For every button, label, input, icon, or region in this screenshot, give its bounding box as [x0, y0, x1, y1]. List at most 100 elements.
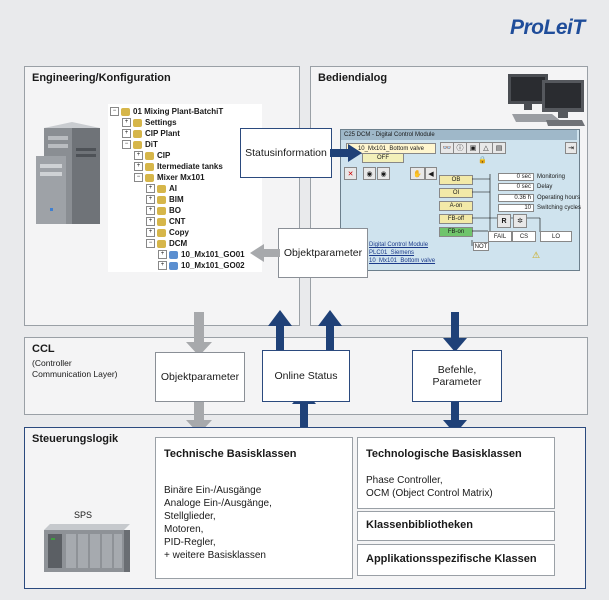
fail-field: FAIL: [488, 231, 512, 242]
tree-item[interactable]: −DiT: [110, 139, 245, 150]
expand-icon: +: [146, 195, 155, 204]
expand-icon: +: [146, 184, 155, 193]
tree-item[interactable]: +CNT: [110, 216, 245, 227]
lock-icon: 🔒: [478, 157, 487, 164]
manual-button[interactable]: ◉: [363, 167, 376, 180]
project-tree: −01 Mixing Plant-BatchiT +Settings +CIP …: [110, 106, 245, 271]
tree-item[interactable]: −Mixer Mx101: [110, 172, 245, 183]
technische-basisklassen-box: [155, 437, 353, 579]
technologische-basisklassen-box: [357, 437, 555, 509]
tree-item[interactable]: −DCM: [110, 238, 245, 249]
proleit-logo: ProLeiT: [510, 16, 585, 39]
monitoring-value: 0 sec: [498, 173, 534, 181]
plc-icon: [44, 524, 130, 572]
tree-item[interactable]: +10_Mx101_GO01: [110, 249, 245, 260]
objektparameter-arrow: [250, 244, 280, 262]
bediendialog-title: Bediendialog: [318, 72, 388, 84]
befehle-label: Befehle,: [437, 364, 477, 376]
tree-item[interactable]: +CIP: [110, 150, 245, 161]
folder-icon: [157, 184, 166, 193]
cycles-label: Switching cycles: [537, 205, 582, 211]
tree-item[interactable]: +BIM: [110, 194, 245, 205]
folder-icon: [133, 129, 142, 138]
tree-item[interactable]: +Settings: [110, 117, 245, 128]
exit-icon[interactable]: ⇥: [565, 142, 577, 154]
expand-icon: +: [158, 261, 167, 270]
expand-icon: +: [158, 250, 167, 259]
technologische-title: Technologische Basisklassen: [366, 448, 522, 460]
expand-icon: +: [122, 129, 131, 138]
ccl-title: CCL: [32, 343, 55, 355]
technologische-list: Phase Controller, OCM (Object Control Ma…: [366, 475, 493, 499]
module-icon: [169, 261, 178, 270]
server-icon: [36, 122, 100, 224]
engineering-title: Engineering/Konfiguration: [32, 72, 171, 84]
online-status-box: Online Status: [262, 350, 350, 402]
hand-button[interactable]: ✋: [410, 167, 425, 180]
lo-field: LO: [540, 231, 572, 242]
folder-icon: [157, 195, 166, 204]
expand-icon: +: [134, 151, 143, 160]
expand-icon: +: [122, 118, 131, 127]
state-field: OFF: [362, 153, 404, 163]
folder-icon: [157, 228, 166, 237]
sps-label: SPS: [74, 510, 93, 520]
cycles-value: 10: [498, 204, 534, 212]
collapse-icon: −: [134, 173, 143, 182]
tree-item[interactable]: +BO: [110, 205, 245, 216]
delay-label: Delay: [537, 184, 553, 190]
collapse-icon: −: [110, 107, 119, 116]
tree-item[interactable]: +AI: [110, 183, 245, 194]
tree-item[interactable]: +Copy: [110, 227, 245, 238]
dcm-link-1[interactable]: Digital Control Module: [369, 242, 429, 248]
technische-title: Technische Basisklassen: [164, 448, 297, 460]
aon-field: A-on: [439, 201, 473, 211]
ob-field: OB: [439, 175, 473, 185]
folder-icon: [157, 239, 166, 248]
expand-icon: +: [134, 162, 143, 171]
parameter-label: Parameter: [432, 376, 482, 388]
tree-item[interactable]: −01 Mixing Plant-BatchiT: [110, 106, 245, 117]
folder-icon: [145, 173, 154, 182]
collapse-icon: −: [122, 140, 131, 149]
settings-icon: [133, 118, 142, 127]
applikation-title: Applikationsspezifische Klassen: [366, 553, 537, 565]
module-icon: [169, 250, 178, 259]
expand-icon: +: [146, 206, 155, 215]
hours-value: 0.36 h: [498, 194, 534, 202]
dcm-link-3[interactable]: 10_Mx101_Bottom valve: [369, 258, 436, 264]
auto-button[interactable]: ◉: [377, 167, 390, 180]
ccl-subtitle-2: Communication Layer): [32, 369, 118, 379]
warning-tab-icon[interactable]: △: [479, 142, 493, 154]
fbon-field: FB-on: [439, 227, 473, 237]
applikation-box: [357, 544, 555, 576]
stop-button[interactable]: ✕: [344, 167, 357, 180]
cs-field: CS: [512, 231, 536, 242]
technische-list: Binäre Ein-/Ausgänge Analoge Ein-/Ausgän…: [164, 485, 272, 561]
delay-value: 0 sec: [498, 183, 534, 191]
ack-button[interactable]: ✲: [513, 214, 527, 228]
dcm-link-2[interactable]: PLC01_Siemens: [369, 250, 415, 256]
folder-icon: [157, 217, 166, 226]
status-arrow: [330, 144, 362, 162]
monitoring-label: Monitoring: [537, 174, 566, 180]
plant-icon: [121, 107, 130, 116]
not-field: NOT: [473, 242, 489, 251]
objektparameter-callout: Objektparameter: [278, 228, 368, 278]
expand-icon: +: [146, 217, 155, 226]
klassenbibliotheken-box: [357, 511, 555, 541]
tree-item[interactable]: +CIP Plant: [110, 128, 245, 139]
befehle-parameter-box: Befehle, Parameter: [412, 350, 502, 402]
document-icon[interactable]: ▤: [492, 142, 506, 154]
folder-icon: [145, 162, 154, 171]
expand-icon: +: [146, 228, 155, 237]
tree-item[interactable]: +Itermediate tanks: [110, 161, 245, 172]
fboff-field: FB-off: [439, 214, 473, 224]
reset-button[interactable]: R: [497, 214, 511, 228]
dcm-title-bar: C25 DCM - Digital Control Module: [341, 130, 577, 140]
folder-icon: [145, 151, 154, 160]
tree-item[interactable]: +10_Mx101_GO02: [110, 260, 245, 271]
arrow-left-button[interactable]: ◀: [425, 167, 437, 180]
folder-icon: [157, 206, 166, 215]
